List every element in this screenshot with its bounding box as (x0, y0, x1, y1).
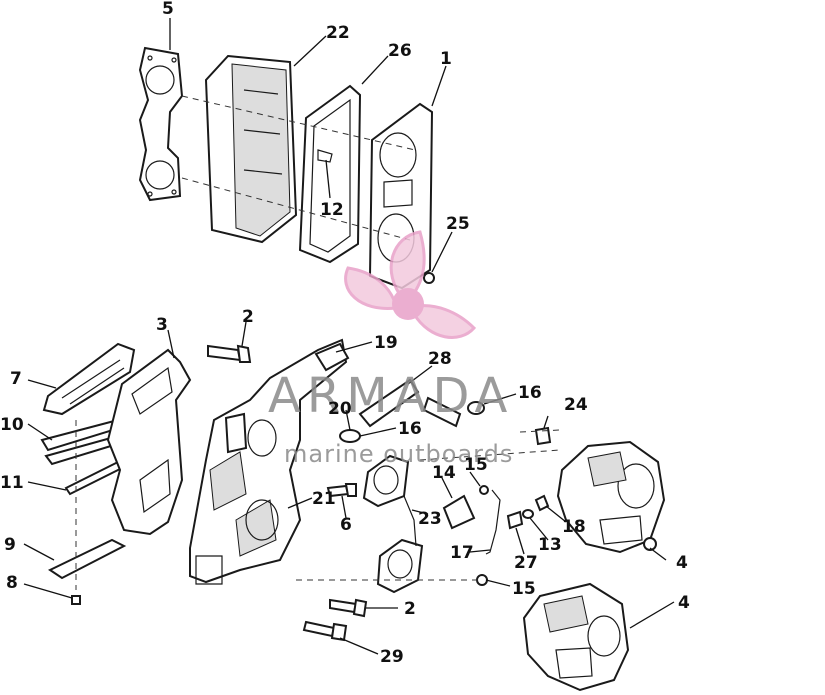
part-23-gasket-pair (362, 454, 424, 594)
part-5-gasket (138, 46, 184, 202)
callout-15-lower: 15 (512, 579, 536, 599)
callout-14: 14 (432, 463, 456, 483)
part-28-hose (358, 378, 462, 428)
callout-17: 17 (450, 543, 474, 563)
callout-10: 10 (0, 415, 24, 435)
part-15-clip-upper (479, 485, 489, 495)
callout-29: 29 (380, 647, 404, 667)
part-4-upper-carburetor (556, 440, 666, 554)
callout-26: 26 (388, 41, 412, 61)
part-22-cover (204, 54, 298, 244)
callout-7: 7 (10, 369, 22, 389)
callout-2-lower: 2 (404, 599, 416, 619)
part-24-fitting (534, 426, 552, 446)
watermark-tagline: marine outboards (284, 440, 513, 468)
part-29-bolt (302, 620, 348, 642)
part-17-rod (485, 489, 501, 555)
callout-1: 1 (440, 49, 452, 69)
part-12-screw (317, 149, 333, 163)
part-18-nut (534, 494, 550, 512)
callout-4-upper: 4 (676, 553, 688, 573)
callout-11: 11 (0, 473, 24, 493)
callout-20: 20 (328, 399, 352, 419)
part-8-screw (71, 595, 81, 605)
callout-4-lower: 4 (678, 593, 690, 613)
part-4-lower-carburetor (522, 582, 630, 692)
callout-28: 28 (428, 349, 452, 369)
part-7-reed-block (42, 342, 136, 416)
part-13-washer (522, 509, 534, 519)
part-2-upper-bolt (207, 344, 252, 363)
callout-22: 22 (326, 23, 350, 43)
callout-23: 23 (418, 509, 442, 529)
callout-15-upper: 15 (464, 455, 488, 475)
callout-18: 18 (562, 517, 586, 537)
part-6-bolt (326, 483, 357, 498)
part-16-clip (467, 401, 485, 415)
callout-21: 21 (312, 489, 336, 509)
part-intake-manifold (189, 338, 348, 585)
callout-24: 24 (564, 395, 588, 415)
part-27-screw (506, 510, 524, 530)
part-14-linkage (442, 494, 476, 530)
part-25-screw (423, 272, 435, 284)
callout-13: 13 (538, 535, 562, 555)
leader-lines (23, 18, 675, 655)
part-3-gasket (106, 348, 192, 536)
part-2-lower-bolt (329, 598, 368, 618)
callout-6: 6 (340, 515, 352, 535)
part-26-gasket (298, 84, 362, 264)
part-15-clip-lower (476, 574, 488, 586)
callout-25: 25 (446, 214, 470, 234)
callout-19: 19 (374, 333, 398, 353)
watermark: ARMADA marine outboards (268, 230, 513, 468)
propeller-icon (344, 230, 477, 339)
callout-12: 12 (320, 200, 344, 220)
callouts: 5 22 26 1 12 25 3 2 19 28 7 20 16 16 24 … (0, 0, 690, 667)
callout-27: 27 (514, 553, 538, 573)
callout-16-right: 16 (518, 383, 542, 403)
callout-3: 3 (156, 315, 168, 335)
callout-16-middle: 16 (398, 419, 422, 439)
part-11-stop (64, 460, 124, 496)
callout-8: 8 (6, 573, 18, 593)
watermark-brand: ARMADA (268, 368, 513, 424)
callout-2-upper: 2 (242, 307, 254, 327)
part-9-plate (47, 538, 127, 580)
callout-5: 5 (162, 0, 174, 19)
callout-9: 9 (4, 535, 16, 555)
